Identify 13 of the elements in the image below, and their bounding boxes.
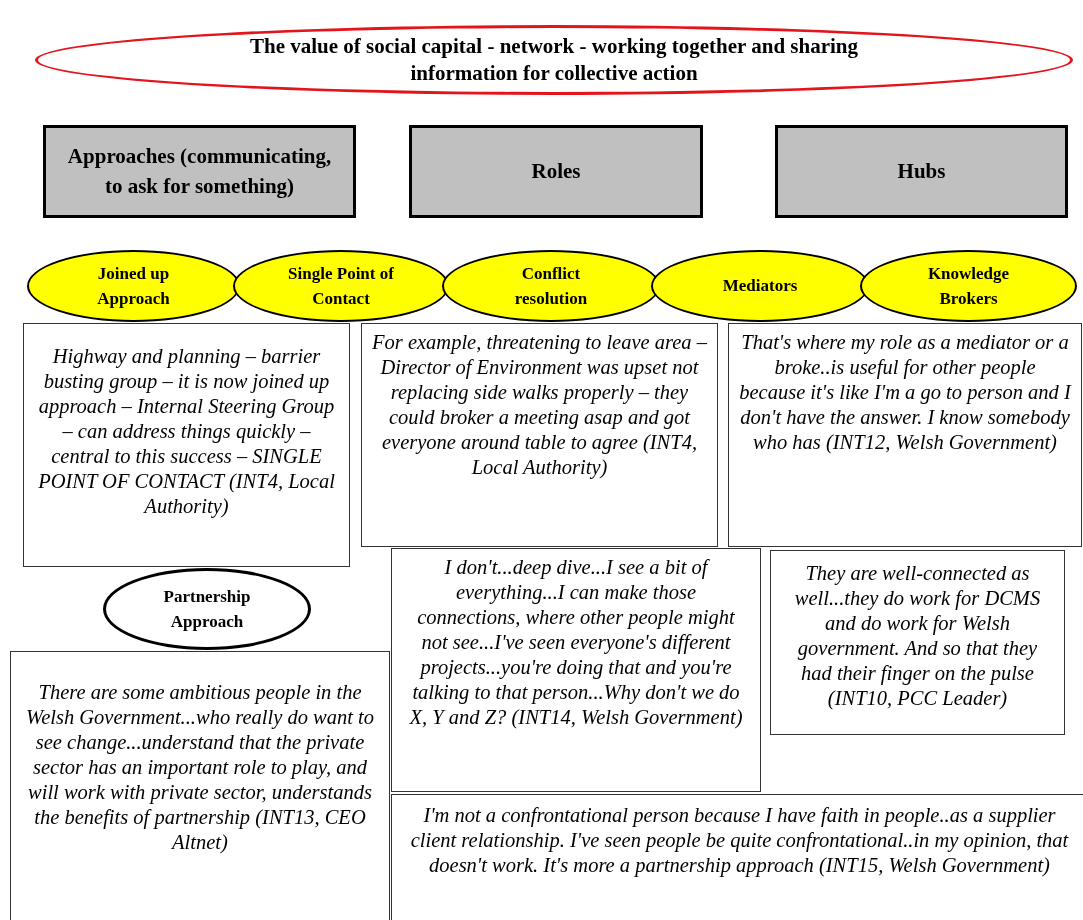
quote-box: There are some ambitious people in the Welsh Government...who really do want to see change...understand that the private sector has an important role to play, and will work with private sector, understands the benefits of partnership (INT13, CEO Altnet) (10, 651, 390, 920)
quote-box: For example, threatening to leave area – Director of Environment was upset not replacing side walks properly – they could broker a meeting asap and got everyone around table to agree (INT4, Local Authority) (361, 323, 718, 547)
category-box: Approaches (communicating, to ask for something) (43, 125, 356, 218)
quote-box: They are well-connected as well...they do work for DCMS and do work for Welsh government. And so that they had their finger on the pulse (INT10, PCC Leader) (770, 550, 1065, 735)
theme-ellipse: Partnership Approach (103, 568, 311, 650)
quote-box: Highway and planning – barrier busting group – it is now joined up approach – Internal Steering Group – can address things quickly – central to this success – SINGLE POINT OF CONTACT (INT4, Local Authority) (23, 323, 350, 567)
quote-box: I'm not a confrontational person because I have faith in people..as a supplier client relationship. I've seen people be quite confrontational..in my opinion, that doesn't work. It's more a partnership approach (INT15, Welsh Government) (391, 794, 1083, 920)
theme-ellipse: Knowledge Brokers (860, 250, 1077, 322)
title-ellipse: The value of social capital - network - working together and sharing information for collective action (35, 25, 1073, 95)
quote-box: I don't...deep dive...I see a bit of everything...I can make those connections, where other people might not see...I've seen everyone's different projects...you're doing that and you're talking to that person...Why don't we do X, Y and Z? (INT14, Welsh Government) (391, 548, 761, 792)
category-box: Hubs (775, 125, 1068, 218)
category-box: Roles (409, 125, 703, 218)
quote-box: That's where my role as a mediator or a broke..is useful for other people because it's like I'm a go to person and I don't have the answer. I know somebody who has (INT12, Welsh Government) (728, 323, 1082, 547)
